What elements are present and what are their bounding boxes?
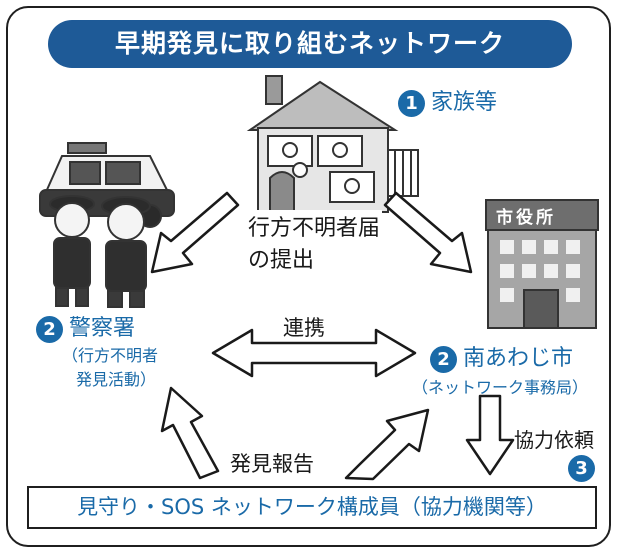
arrow-members-to-city	[344, 408, 430, 481]
members-box: 見守り・SOS ネットワーク構成員（協力機関等）	[27, 486, 597, 529]
arrow-request	[465, 394, 515, 476]
police-sub-line2: 発見活動）	[76, 370, 157, 389]
police-sub-line1: （行方不明者	[62, 346, 159, 365]
arrow-label-report-line1: 行方不明者届	[248, 216, 381, 241]
police-illustration	[39, 142, 175, 308]
arrow-label-report: 行方不明者届 の提出	[246, 210, 383, 274]
city-hall-illustration	[485, 199, 599, 329]
arrow-label-request: 協力依頼	[514, 428, 594, 452]
arrow-label-discovery: 発見報告	[230, 452, 314, 476]
arrow-house-to-police	[150, 191, 240, 274]
arrow-label-cooperation: 連携	[283, 316, 325, 340]
city-text: 南あわじ市	[463, 346, 574, 371]
city-hall-sign: 市役所	[496, 208, 556, 228]
arrow-label-report-line2: の提出	[248, 248, 315, 273]
family-number-badge: 1	[398, 89, 425, 117]
arrow-cooperation	[211, 328, 417, 378]
police-text: 警察署	[69, 316, 136, 341]
city-number-badge: 2	[430, 345, 457, 373]
arrows	[150, 191, 515, 481]
diagram-title: 早期発見に取り組むネットワーク	[48, 20, 572, 68]
members-number-badge: 3	[568, 455, 595, 482]
police-sub: （行方不明者 発見活動）	[62, 344, 158, 392]
family-text: 家族等	[431, 90, 498, 115]
police-number-badge: 2	[36, 315, 63, 343]
arrow-house-to-city	[383, 191, 473, 274]
house-illustration	[246, 75, 419, 213]
arrow-members-to-police	[160, 386, 220, 480]
city-sub: （ネットワーク事務局）	[412, 378, 589, 397]
